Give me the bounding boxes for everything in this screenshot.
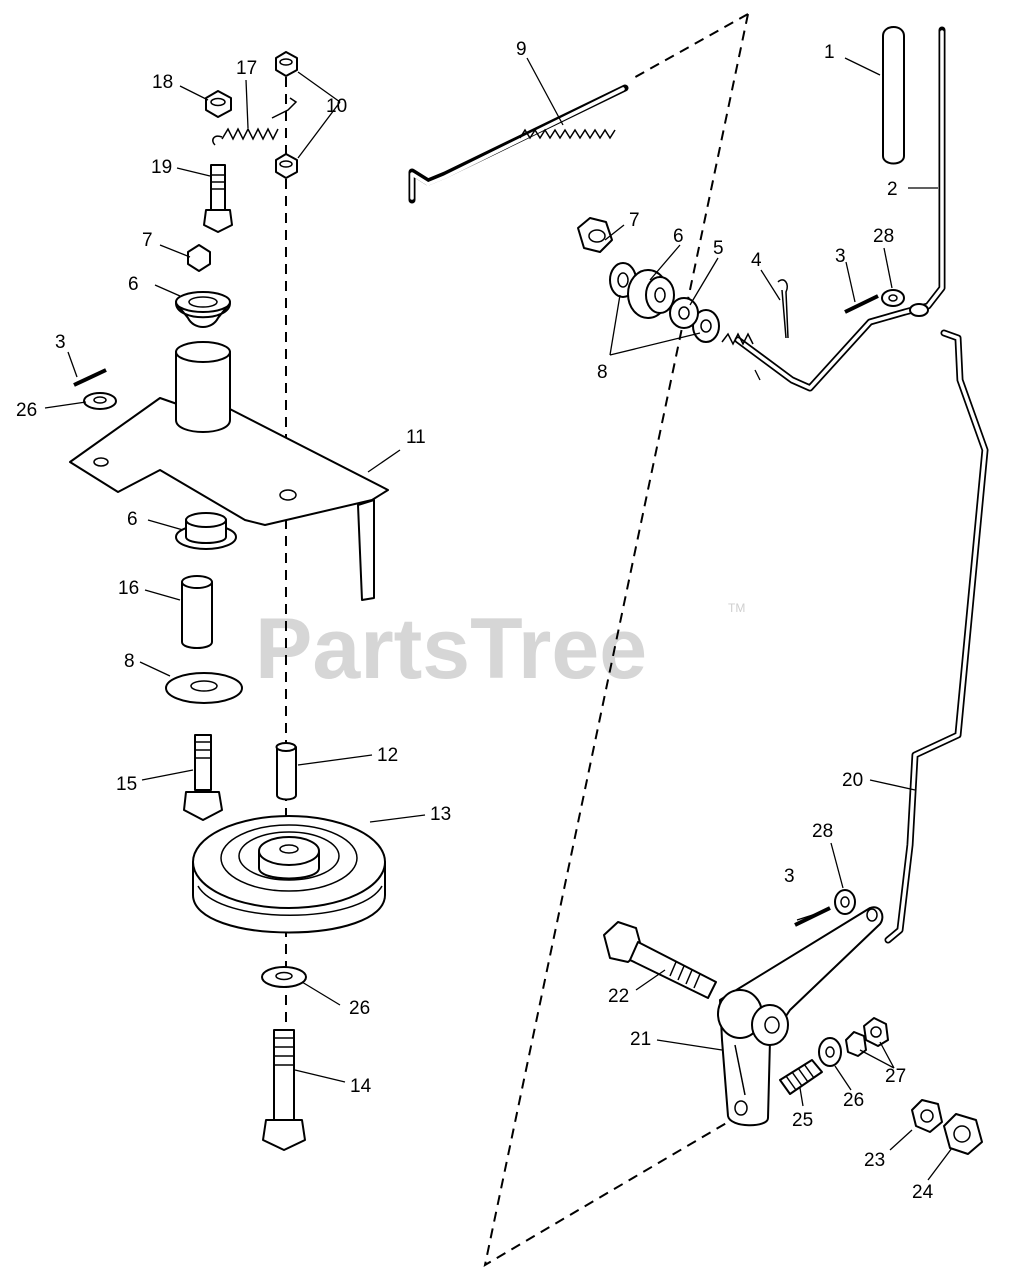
bushing-part-6-right (627, 269, 675, 319)
nut-part-27-a (845, 1031, 867, 1057)
washer-part-8-right-b (692, 309, 720, 343)
pulley-part-13 (192, 815, 386, 934)
callout-5: 5 (713, 238, 724, 259)
washer-part-26-upper (83, 392, 117, 410)
idler-arm-part-21 (717, 906, 884, 1127)
nut-part-23 (911, 1099, 943, 1133)
bolt-part-22 (603, 921, 717, 999)
callout-8-right: 8 (597, 362, 608, 383)
callout-28-upper: 28 (873, 226, 894, 247)
callout-4: 4 (751, 250, 762, 271)
callout-21: 21 (630, 1029, 651, 1050)
callout-28-lower: 28 (812, 821, 833, 842)
callout-3-upper-right: 3 (835, 246, 846, 267)
callout-17: 17 (236, 58, 257, 79)
callout-23: 23 (864, 1150, 885, 1171)
washer-part-26-lower (261, 966, 307, 988)
nut-part-24 (943, 1113, 983, 1155)
spring-part-25 (779, 1059, 823, 1095)
callout-26-upper: 26 (16, 400, 37, 421)
callout-6-right: 6 (673, 226, 684, 247)
callout-18: 18 (152, 72, 173, 93)
cotter-pin-part-4 (777, 279, 789, 339)
spring-part-17 (212, 97, 298, 146)
washer-part-8-left (165, 672, 243, 704)
nut-part-27-b (863, 1017, 889, 1047)
bracket-part-11 (69, 341, 389, 601)
callout-19: 19 (151, 157, 172, 178)
callout-6-lower: 6 (127, 509, 138, 530)
bushing-part-6-upper (175, 291, 231, 328)
bolt-part-15 (183, 734, 223, 821)
locknut-part-10-top (275, 51, 298, 77)
spacer-part-16 (181, 575, 213, 649)
callout-7-left: 7 (142, 230, 153, 251)
callout-labels: 1 2 3 3 3 4 5 6 6 6 7 7 8 8 9 10 11 12 1… (16, 39, 934, 1203)
threaded-rod-part-9 (408, 84, 629, 204)
cotter-pin-part-3-left (73, 368, 107, 387)
spacer-part-12 (275, 742, 297, 801)
callout-27: 27 (885, 1066, 906, 1087)
washer-part-28-lower (834, 889, 856, 915)
callout-26-right: 26 (843, 1090, 864, 1111)
callout-24: 24 (912, 1182, 934, 1203)
callout-6-upper: 6 (128, 274, 139, 295)
callout-7-right: 7 (629, 210, 640, 231)
washer-part-28-upper (881, 289, 905, 307)
bolt-part-14 (262, 1029, 306, 1151)
callout-22: 22 (608, 986, 629, 1007)
nut-part-7-left (187, 244, 211, 272)
handle-grip-part-1 (882, 26, 905, 165)
nut-part-18 (205, 90, 232, 118)
washer-part-26-right (818, 1037, 842, 1067)
callout-8-left: 8 (124, 651, 135, 672)
cotter-pin-part-3-upper-right (844, 294, 879, 314)
link-rod-part-20 (884, 329, 989, 944)
spacer-part-5 (669, 297, 699, 329)
watermark-brand: PartsTree (255, 601, 647, 697)
callout-12: 12 (377, 745, 398, 766)
lever-part-2 (721, 26, 946, 392)
callout-13: 13 (430, 804, 451, 825)
callout-16: 16 (118, 578, 139, 599)
callout-10: 10 (326, 96, 347, 117)
callout-1: 1 (824, 42, 835, 63)
callout-2: 2 (887, 179, 898, 200)
callout-3-lower: 3 (784, 866, 795, 887)
callout-15: 15 (116, 774, 137, 795)
cotter-pin-part-3-lower (794, 906, 831, 927)
callout-25: 25 (792, 1110, 813, 1131)
callout-11: 11 (406, 427, 426, 448)
callout-3-left: 3 (55, 332, 66, 353)
bushing-part-6-lower (175, 512, 237, 550)
nut-part-7-right (577, 217, 613, 253)
callout-14: 14 (350, 1076, 372, 1097)
watermark-trademark: TM (728, 601, 745, 615)
callout-20: 20 (842, 770, 863, 791)
callout-9: 9 (516, 39, 527, 60)
callout-26-lower: 26 (349, 998, 370, 1019)
bolt-part-19 (203, 164, 233, 233)
leader-lines (44, 57, 953, 1181)
locknut-part-10-bottom (275, 153, 298, 179)
